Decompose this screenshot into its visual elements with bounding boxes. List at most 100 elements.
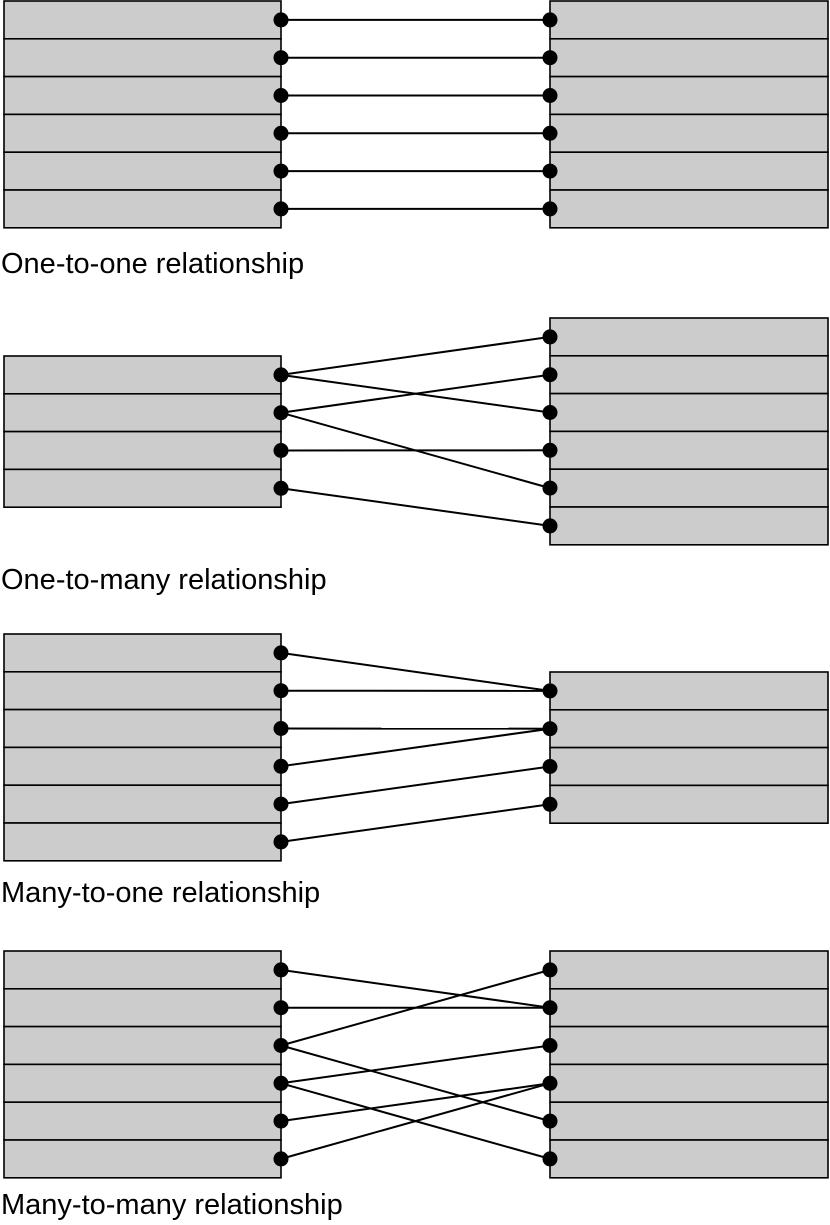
left-connector-dot [273,480,289,496]
left-table-row-1 [3,392,282,433]
right-connector-dot [542,125,558,141]
right-table-row-1 [549,708,829,749]
left-table-row-4 [3,784,282,824]
left-table-row-5 [3,822,282,862]
left-table-row-3 [3,746,282,787]
left-connector-dot [273,796,289,812]
right-connector-dot [542,962,558,978]
right-table-row-4 [549,468,829,508]
left-table-row-0 [3,633,282,673]
right-table-row-4 [549,151,829,191]
left-table-row-3 [3,468,282,508]
right-connector-dot [542,480,558,496]
right-connector-dot [542,405,558,420]
link-line [280,487,551,527]
caption-one-to-many: One-to-many relationship [1,564,327,596]
link-line [280,335,551,376]
link-line [280,968,551,1009]
panel-many-to-many [3,950,829,1179]
left-connector-dot [273,405,289,421]
right-connector-dot [542,1075,558,1091]
left-connector-dot [273,962,289,978]
right-table-row-4 [549,1101,829,1141]
right-table-row-5 [549,1139,829,1179]
left-table-row-1 [3,37,282,78]
left-connector-dot [273,645,289,661]
left-table-row-1 [3,670,282,711]
left-connector-dot [273,12,289,28]
left-connector-dot [273,125,289,141]
right-table-row-0 [549,0,829,40]
right-table-row-3 [549,113,829,154]
left-table-row-2 [3,430,282,471]
right-table-row-2 [549,746,829,787]
left-table-row-2 [3,1025,282,1066]
left-table-row-0 [3,0,282,40]
left-table-row-4 [3,151,282,191]
left-connector-dot [273,683,289,699]
link-line [280,373,551,414]
left-connector-dot [273,88,289,103]
left-connector-dot [273,721,289,736]
panel-one-to-one [3,0,829,229]
right-table-row-3 [549,1063,829,1104]
right-table-row-0 [549,317,829,357]
right-table-row-1 [549,37,829,78]
caption-one-to-one: One-to-one relationship [1,248,305,280]
link-line [280,765,551,806]
link-line [280,1044,551,1085]
left-table-row-5 [3,1139,282,1179]
right-connector-dot [542,796,558,812]
right-table-row-5 [549,506,829,546]
left-table-row-0 [3,355,282,395]
caption-many-to-one: Many-to-one relationship [1,877,321,909]
left-table-row-2 [3,708,282,749]
right-connector-dot [542,721,558,737]
link-line [280,727,551,768]
left-connector-dot [273,834,289,850]
panel-one-to-many [3,317,829,546]
left-table-row-3 [3,1063,282,1104]
left-table-row-5 [3,189,282,229]
left-connector-dot [273,201,289,217]
left-table-row-2 [3,75,282,116]
right-table-row-5 [549,189,829,229]
right-connector-dot [542,759,558,774]
left-table-row-0 [3,950,282,990]
right-connector-dot [542,518,558,534]
link-line [280,1082,551,1123]
panel-many-to-one [3,633,829,862]
right-connector-dot [542,201,558,217]
right-table-row-3 [549,784,829,825]
left-connector-dot [273,163,289,179]
right-table-row-0 [549,671,829,711]
right-table-row-2 [549,1025,829,1066]
right-connector-dot [542,1000,558,1016]
left-table-row-1 [3,987,282,1028]
right-table-row-0 [549,950,829,990]
right-table-row-3 [549,430,829,470]
right-connector-dot [542,12,558,28]
left-connector-dot [273,1113,289,1129]
right-table-row-2 [549,75,829,116]
left-connector-dot [273,1038,289,1053]
right-table-row-1 [549,987,829,1028]
right-table-row-1 [549,354,829,395]
right-connector-dot [542,1113,558,1129]
link-line [280,1044,551,1123]
right-connector-dot [542,88,558,103]
left-connector-dot [273,1075,289,1091]
right-connector-dot [542,1038,558,1053]
right-connector-dot [542,50,558,66]
left-connector-dot [273,758,289,774]
link-line [280,1082,551,1160]
left-connector-dot [273,367,289,383]
left-table-row-3 [3,113,282,154]
right-connector-dot [542,1151,558,1167]
link-line [280,968,551,1047]
link-line [280,651,551,692]
right-connector-dot [542,683,558,699]
right-table-row-2 [549,392,829,433]
left-connector-dot [273,443,289,458]
